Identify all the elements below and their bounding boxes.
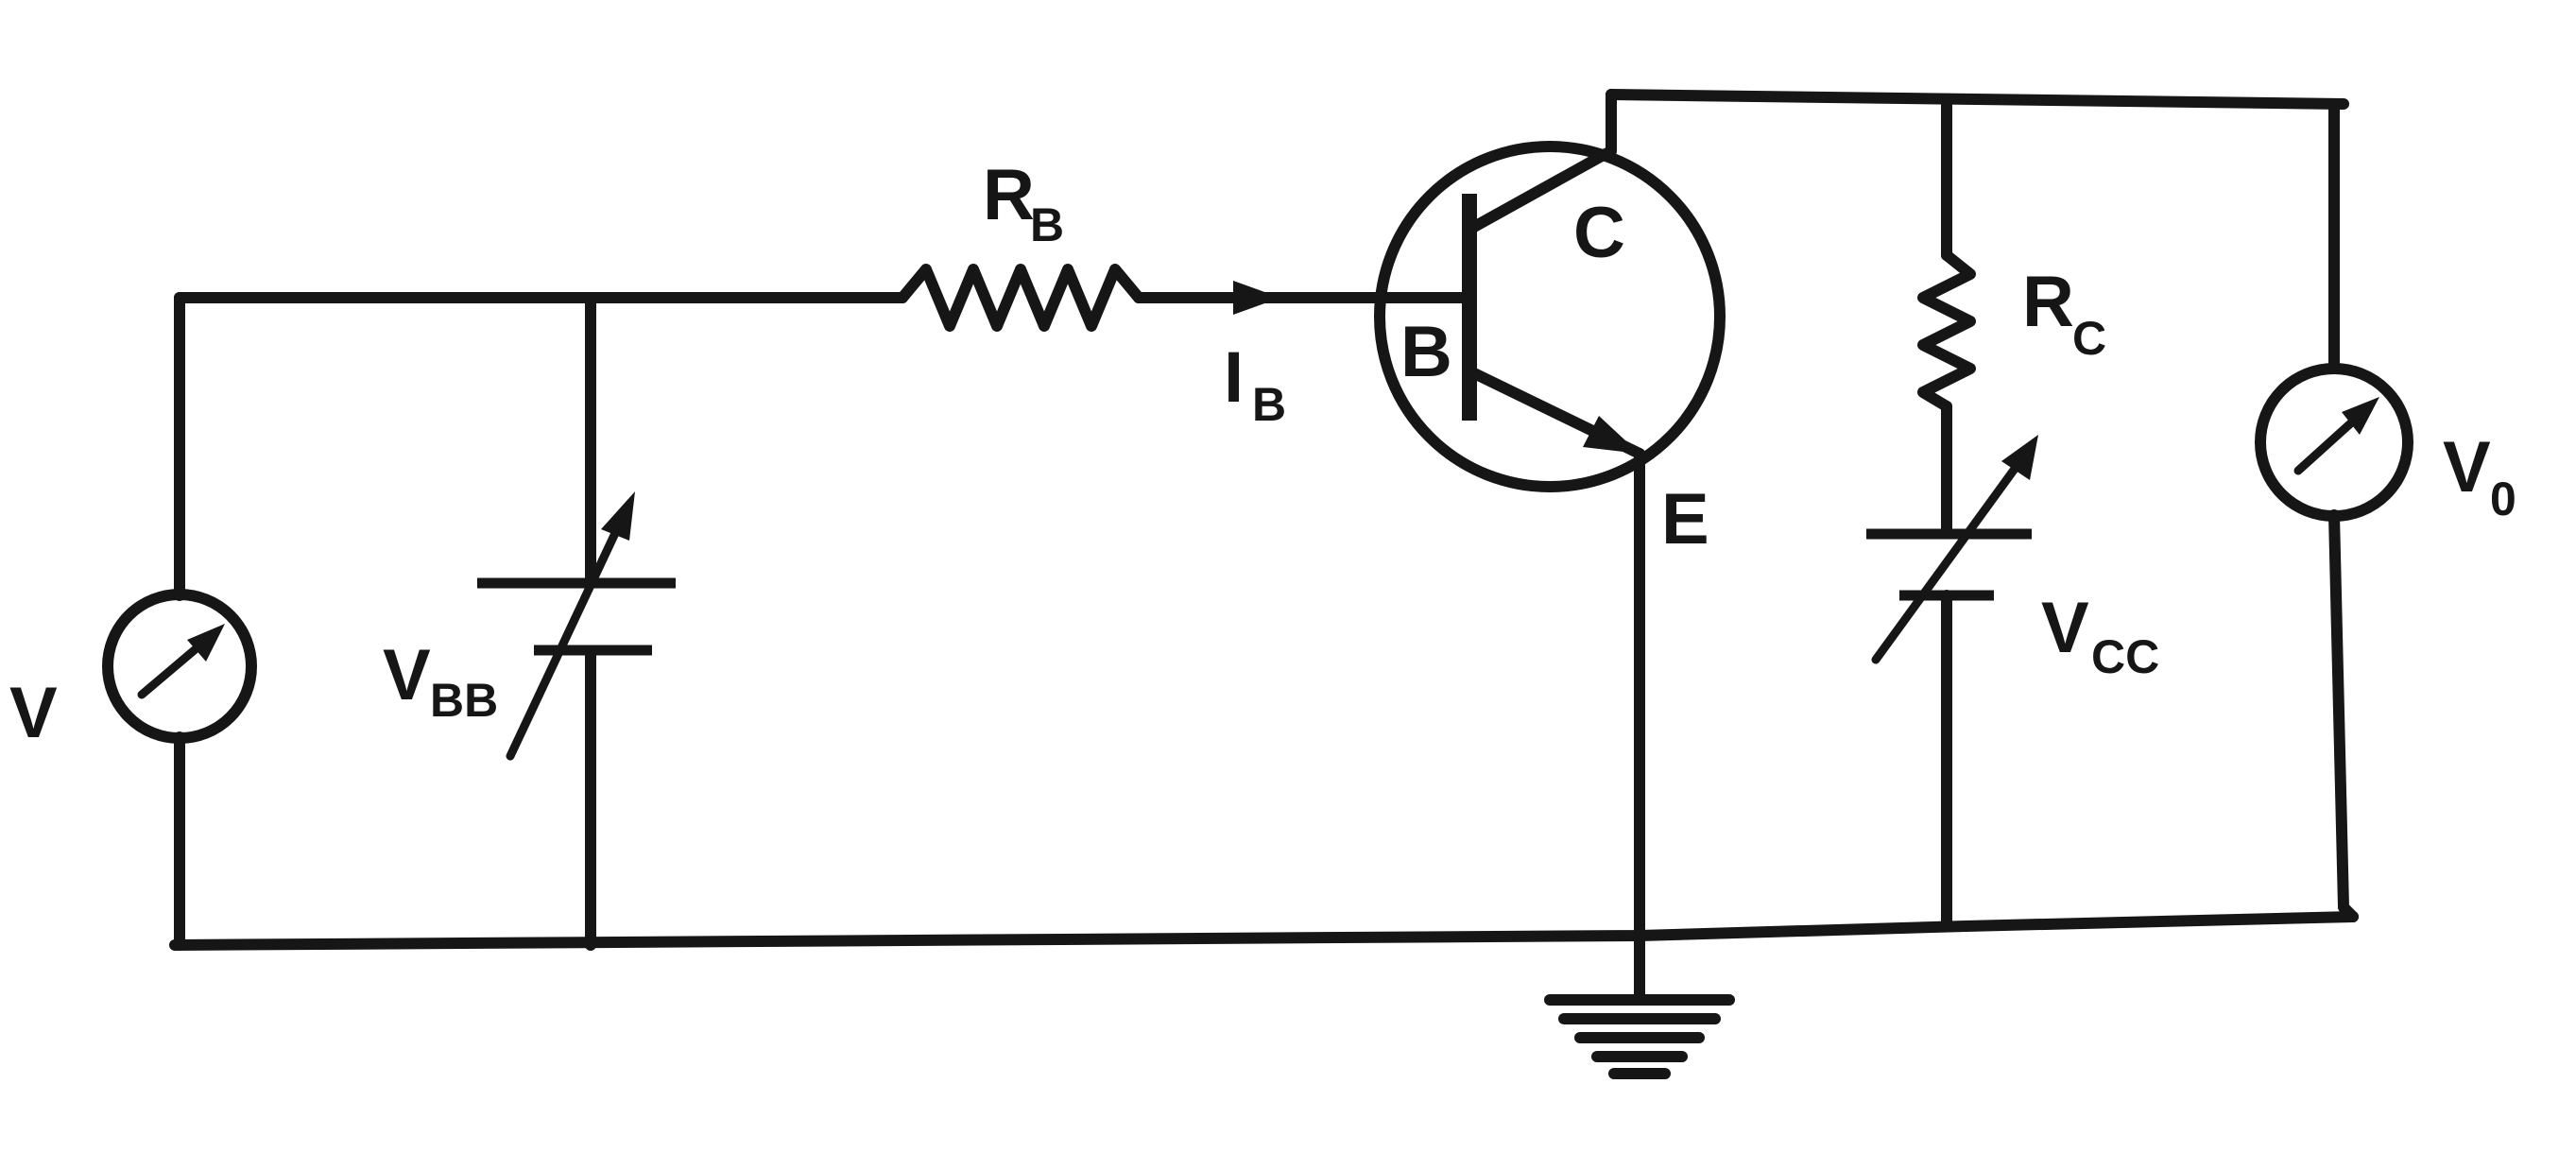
rb-subscript: B (1030, 198, 1064, 251)
rb-resistor (897, 264, 1144, 332)
npn-transistor (1374, 89, 1726, 941)
base-label: B (1400, 312, 1452, 392)
output-voltmeter (2255, 363, 2413, 522)
vbb-label: V (383, 635, 431, 715)
ib-subscript: B (1252, 378, 1286, 431)
collector-label: C (1573, 193, 1625, 273)
vo-subscript: 0 (2490, 473, 2516, 525)
ib-current-arrow (1233, 281, 1280, 315)
rc-resistor (1917, 249, 1976, 412)
rc-subscript: C (2072, 312, 2106, 365)
rb-label: R (983, 155, 1035, 235)
labels: V V BB R B I B B C E R C V CC V 0 (9, 155, 2516, 753)
vcc-subscript: CC (2091, 630, 2159, 683)
ib-label: I (1224, 337, 1244, 418)
vbb-battery (477, 491, 676, 761)
vcc-label: V (2041, 588, 2089, 668)
rc-label: R (2022, 262, 2074, 342)
input-voltmeter (102, 589, 257, 744)
vcc-battery (1866, 435, 2038, 664)
voltmeter-in-label: V (9, 673, 58, 753)
left-loop-wires (169, 292, 2359, 951)
emitter-label: E (1661, 479, 1709, 559)
vo-label: V (2443, 427, 2491, 508)
ground-symbol (1544, 930, 1735, 1079)
right-loop-wires (1606, 89, 2359, 932)
vbb-subscript: BB (430, 674, 498, 727)
